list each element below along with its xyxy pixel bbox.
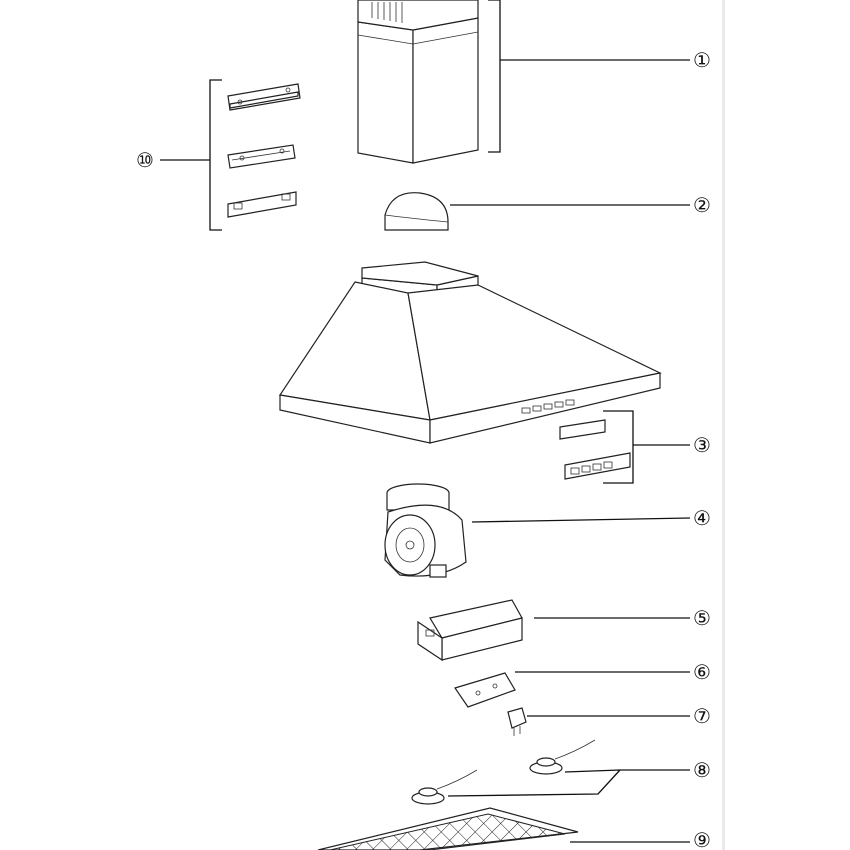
hood-body [278, 261, 662, 444]
callout-10: ⑩ [136, 148, 154, 172]
callout-8: ⑧ [693, 758, 711, 782]
mounting-brackets [227, 83, 301, 218]
callout-4: ④ [693, 506, 711, 530]
callout-2: ② [693, 193, 711, 217]
callout-9: ⑨ [693, 828, 711, 850]
chimney-cover [357, 0, 479, 164]
callout-4-line [471, 517, 691, 523]
callout-1: ① [693, 48, 711, 72]
lamps [411, 739, 596, 805]
callout-3: ③ [693, 433, 711, 457]
callout-5: ⑤ [693, 606, 711, 630]
grease-filter [317, 807, 579, 850]
control-panel-parts [559, 419, 631, 480]
callout-10-bracket [160, 79, 222, 231]
backdraft-flap [384, 192, 449, 231]
callout-7: ⑦ [693, 704, 711, 728]
blower-motor [384, 483, 467, 578]
callout-1-bracket [488, 0, 690, 153]
callout-6: ⑥ [693, 660, 711, 684]
callout-8-line [447, 769, 690, 797]
control-box [417, 599, 523, 662]
circuit-board [454, 672, 516, 708]
callout-3-bracket [603, 410, 690, 484]
page-edge [722, 0, 725, 850]
power-adapter [507, 707, 527, 736]
